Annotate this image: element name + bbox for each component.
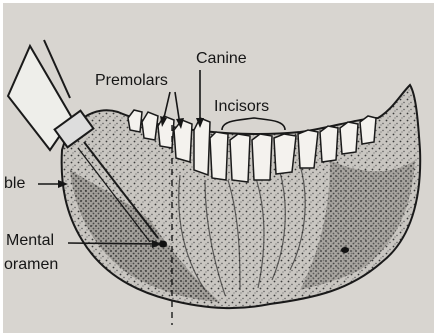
incisors-label: Incisors [214, 98, 269, 116]
mental-foramen-label-line1: Mental [6, 232, 54, 250]
canine-label: Canine [196, 50, 247, 68]
mandible-label: ble [4, 175, 25, 193]
premolars-label: Premolars [95, 72, 168, 90]
mental-foramen-label-line2: oramen [4, 256, 58, 274]
right-foramen-hole [341, 247, 349, 253]
